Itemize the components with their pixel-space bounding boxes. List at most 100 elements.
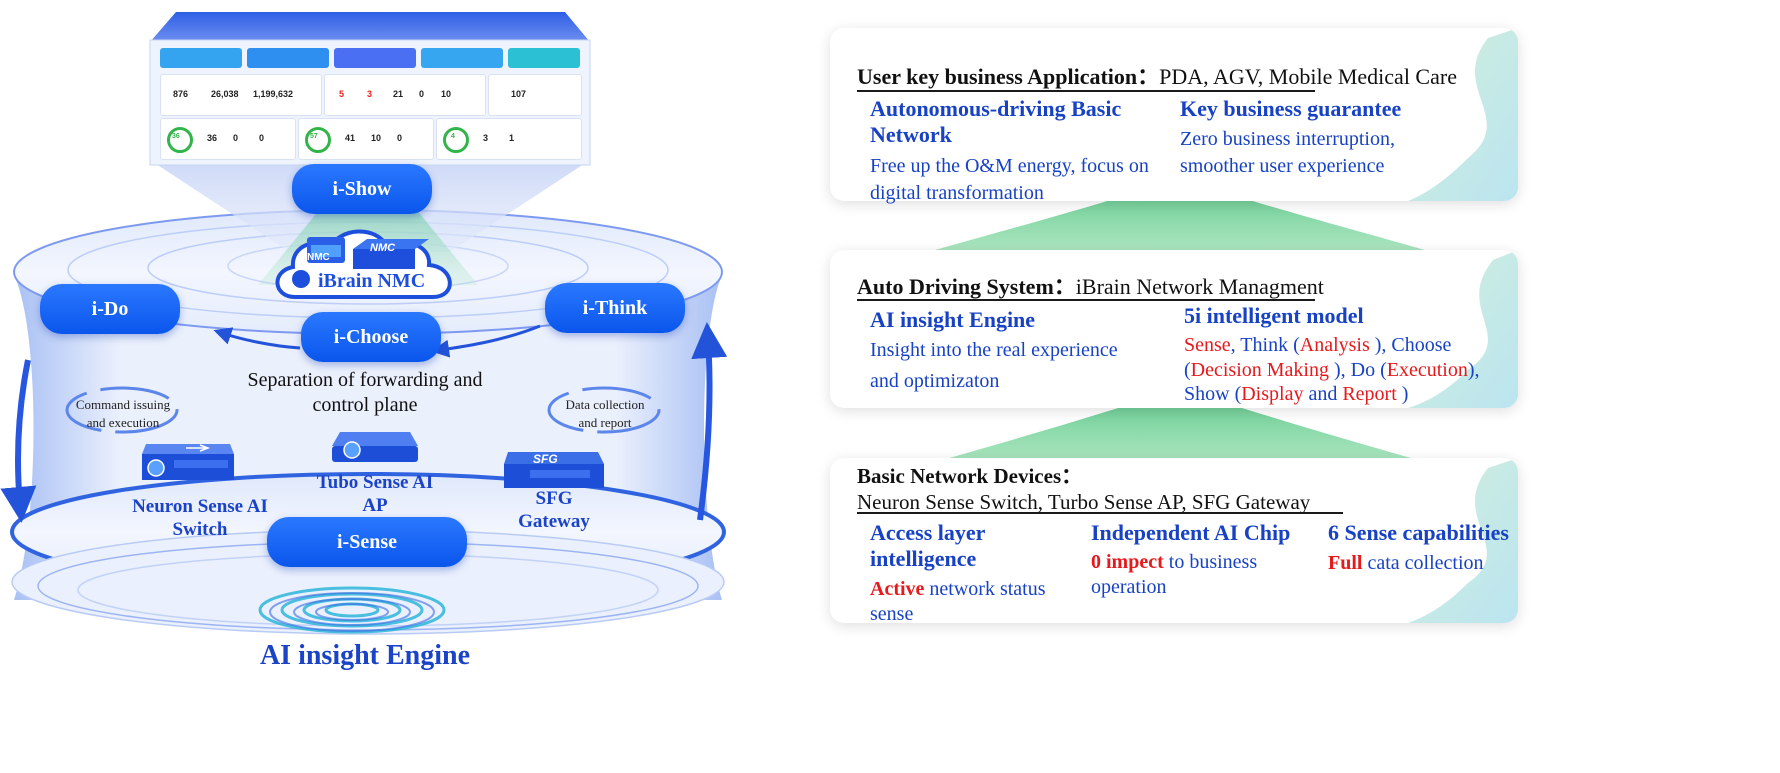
ap-label: Tubo Sense AI AP: [300, 472, 450, 518]
right-backdrop: [935, 185, 1425, 462]
nmc-badge-top: NMC: [370, 242, 396, 254]
card3-col1-head: Access layer intelligence: [870, 520, 986, 572]
gateway-label-line: Gateway: [518, 510, 590, 532]
dashboard-value: 21: [393, 89, 404, 99]
card3-col1-red: Active: [870, 577, 925, 600]
card-basic-devices: [830, 458, 1518, 623]
card3-col2: Independent AI Chip 0 impect to business…: [1091, 520, 1316, 600]
card-auto-driving: [830, 250, 1518, 408]
gateway-icon: [504, 452, 604, 488]
dashboard-value: 36: [172, 133, 180, 140]
model-text: Show (: [1184, 383, 1242, 406]
status-ring: [305, 127, 331, 153]
model-text: ), Choose: [1369, 334, 1452, 357]
nmc-label: iBrain NMC: [318, 270, 426, 292]
card2-title-rest: iBrain Network Managment: [1075, 274, 1324, 299]
dashboard-tile: [247, 48, 329, 68]
card2-col1-head: AI insight Engine: [870, 307, 1036, 332]
dashboard-value: 1,199,632: [253, 89, 294, 99]
card1-title-bold: User key business Application：: [857, 64, 1160, 89]
sfg-badge: SFG: [533, 452, 558, 466]
model-sense: Sense: [1184, 334, 1231, 357]
command-line: Command issuing: [75, 397, 171, 412]
data-line: and report: [578, 414, 632, 430]
model-text: ),: [1467, 358, 1480, 381]
command-line: and execution: [86, 414, 160, 430]
card2-title: Auto Driving System：iBrain Network Manag…: [857, 269, 1324, 301]
model-text: (: [1184, 358, 1191, 381]
i-do-pill[interactable]: i-Do: [40, 284, 180, 334]
card3-title-line2: Neuron Sense Switch, Turbo Sense AP, SFG…: [857, 490, 1311, 514]
model-text: ): [1396, 383, 1409, 406]
card1-underline: [857, 90, 1315, 92]
card3-col1: Access layer intelligence Active network…: [870, 520, 1070, 627]
dashboard-value: 0: [259, 133, 265, 143]
dashboard-value: 0: [233, 133, 239, 143]
ap-label-line: Tubo Sense AI: [316, 472, 434, 493]
switch-label-line: Switch: [172, 518, 228, 540]
model-text: , Think (: [1230, 334, 1300, 357]
card3-col1-body: Active network status sense: [870, 577, 1070, 627]
model-report: Report: [1342, 383, 1397, 406]
card-business-application: [830, 28, 1518, 201]
card2-col2: 5i intelligent model Sense, Think (Analy…: [1184, 303, 1504, 407]
dashboard-value: 1: [509, 133, 515, 143]
card1-col1-head: Autonomous-driving Basic Network: [870, 96, 1122, 148]
dashboard-value: 36: [207, 133, 218, 143]
card3-col2-red: 0 impect: [1091, 551, 1164, 574]
data-caption: Data collection and report: [540, 396, 670, 431]
card1-title-rest: PDA, AGV, Mobile Medical Care: [1159, 64, 1457, 89]
status-ring: [167, 127, 193, 153]
card2-title-bold: Auto Driving System：: [857, 274, 1076, 299]
card3-col3-rest: cata collection: [1362, 552, 1484, 575]
card1-col1-body: Free up the O&M energy, focus on digital…: [870, 154, 1149, 204]
dashboard-panel-b: 5 3 21 0 10: [324, 74, 486, 116]
dashboard-tile: [508, 48, 580, 68]
model-text: and: [1303, 383, 1343, 406]
dashboard-value: 4: [451, 133, 455, 140]
card3-col2-rest: to business operation: [1091, 551, 1258, 599]
swirl-decoration: [1408, 458, 1518, 623]
card3-col1-rest: network status sense: [870, 577, 1046, 625]
card2-underline: [857, 299, 1315, 301]
card3-col3-body: Full cata collection: [1328, 550, 1514, 577]
card1-col1: Autonomous-driving Basic Network Free up…: [870, 96, 1150, 207]
card3-col2-head: Independent AI Chip: [1091, 520, 1291, 545]
dashboard-value: 10: [441, 89, 452, 99]
i-think-pill[interactable]: i-Think: [545, 283, 685, 333]
model-decision: Decision Making: [1190, 358, 1329, 381]
switch-label-line: Neuron Sense AI: [132, 496, 268, 517]
dashboard-value: 41: [345, 133, 356, 143]
nmc-cloud-icon: [275, 229, 452, 299]
dashboard-value: 26,038: [211, 89, 239, 99]
card3-col2-body: 0 impect to business operation: [1091, 550, 1316, 600]
i-sense-pill[interactable]: i-Sense: [267, 517, 467, 567]
card3-col3-red: Full: [1328, 552, 1363, 575]
gateway-label-line: SFG: [535, 488, 573, 509]
card3-underline: [857, 512, 1343, 514]
card1-col2-body: Zero business interruption, smoother use…: [1180, 128, 1395, 178]
nmc-badge: NMC: [307, 252, 330, 263]
model-analysis: Analysis: [1299, 334, 1370, 357]
dashboard-value: 10: [371, 133, 382, 143]
model-display: Display: [1241, 383, 1304, 406]
model-execution: Execution: [1386, 358, 1468, 381]
status-ring: [443, 127, 469, 153]
dashboard-value: 107: [511, 89, 527, 99]
dashboard-tile: [160, 48, 242, 68]
engine-title: AI insight Engine: [259, 640, 471, 671]
i-choose-pill[interactable]: i-Choose: [301, 312, 441, 362]
dashboard-value: 876: [173, 89, 189, 99]
card2-col2-body: Sense, Think (Analysis ), Choose (Decisi…: [1184, 333, 1504, 406]
card1-col2: Key business guarantee Zero business int…: [1180, 96, 1450, 180]
dashboard-tile: [334, 48, 416, 68]
card2-col1: AI insight Engine Insight into the real …: [870, 307, 1160, 395]
dashboard-value: 3: [367, 89, 373, 99]
dashboard-value: 3: [483, 133, 489, 143]
i-show-pill[interactable]: i-Show: [292, 164, 432, 214]
switch-label: Neuron Sense AI Switch: [120, 496, 280, 542]
ap-label-line: AP: [362, 494, 388, 516]
dashboard-value: 5: [339, 89, 345, 99]
separation-line: Separation of forwarding and: [247, 369, 483, 391]
